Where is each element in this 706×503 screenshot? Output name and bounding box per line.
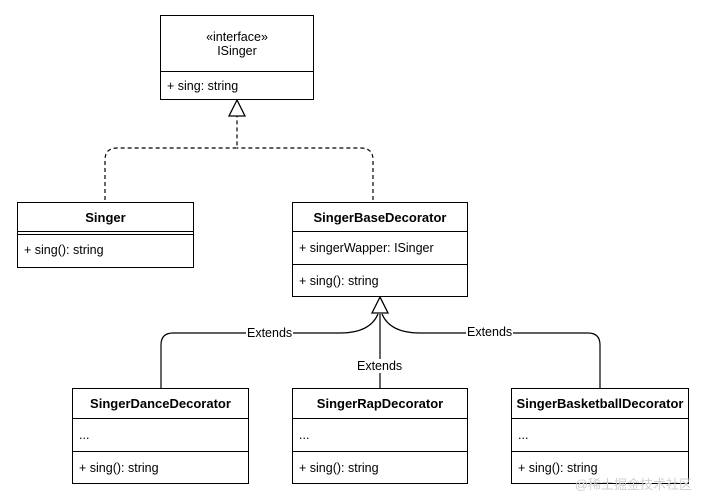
interface-stereotype: «interface» xyxy=(206,29,268,44)
rap-fields-placeholder: ... xyxy=(299,428,310,442)
realization-line-base-decorator xyxy=(237,147,374,200)
class-basketball-decorator-box[interactable]: SingerBasketballDecorator ... + sing(): … xyxy=(511,388,689,484)
extends-label-middle: Extends xyxy=(356,359,404,373)
extends-arrowhead xyxy=(370,295,390,314)
dance-fields: ... xyxy=(73,418,248,451)
basketball-methods: + sing(): string xyxy=(512,451,688,483)
interface-name: ISinger xyxy=(217,43,257,58)
realization-arrowhead xyxy=(227,98,247,117)
singer-method: + sing(): string xyxy=(24,243,104,257)
class-dance-decorator-box[interactable]: SingerDanceDecorator ... + sing(): strin… xyxy=(72,388,249,484)
extends-line-dance xyxy=(160,313,379,388)
base-decorator-methods: + sing(): string xyxy=(293,264,467,296)
basketball-method: + sing(): string xyxy=(518,460,598,475)
base-decorator-method: + sing(): string xyxy=(299,273,379,288)
class-singer-box[interactable]: Singer + sing(): string xyxy=(17,202,194,268)
extends-label-left: Extends xyxy=(246,326,294,340)
realization-line-singer xyxy=(104,116,238,200)
dance-fields-placeholder: ... xyxy=(79,428,90,442)
extends-line-basketball xyxy=(381,313,601,388)
base-decorator-header: SingerBaseDecorator xyxy=(293,203,467,231)
rap-name: SingerRapDecorator xyxy=(316,396,444,411)
base-decorator-field: + singerWapper: ISinger xyxy=(299,241,434,255)
interface-isinger-box[interactable]: «interface» ISinger + sing: string xyxy=(160,15,314,100)
basketball-fields: ... xyxy=(512,418,688,451)
dance-methods: + sing(): string xyxy=(73,451,248,483)
singer-empty-fields xyxy=(18,231,193,234)
class-rap-decorator-box[interactable]: SingerRapDecorator ... + sing(): string xyxy=(292,388,468,484)
singer-name: Singer xyxy=(85,209,126,225)
interface-header: «interface» ISinger xyxy=(161,16,313,71)
singer-methods: + sing(): string xyxy=(18,234,193,265)
base-decorator-name: SingerBaseDecorator xyxy=(313,209,447,225)
basketball-name: SingerBasketballDecorator xyxy=(516,396,684,411)
basketball-fields-placeholder: ... xyxy=(518,428,529,442)
singer-header: Singer xyxy=(18,203,193,231)
dance-name: SingerDanceDecorator xyxy=(90,396,231,411)
extends-label-right: Extends xyxy=(466,325,514,339)
rap-method: + sing(): string xyxy=(299,460,379,475)
interface-member: + sing: string xyxy=(167,78,239,93)
base-decorator-fields: + singerWapper: ISinger xyxy=(293,231,467,264)
watermark: @稀土掘金技术社区 xyxy=(574,477,692,492)
rap-header: SingerRapDecorator xyxy=(293,389,467,418)
dance-header: SingerDanceDecorator xyxy=(73,389,248,418)
dance-method: + sing(): string xyxy=(79,460,159,475)
class-base-decorator-box[interactable]: SingerBaseDecorator + singerWapper: ISin… xyxy=(292,202,468,297)
rap-fields: ... xyxy=(293,418,467,451)
basketball-header: SingerBasketballDecorator xyxy=(512,389,688,418)
rap-methods: + sing(): string xyxy=(293,451,467,483)
interface-members: + sing: string xyxy=(161,71,313,99)
